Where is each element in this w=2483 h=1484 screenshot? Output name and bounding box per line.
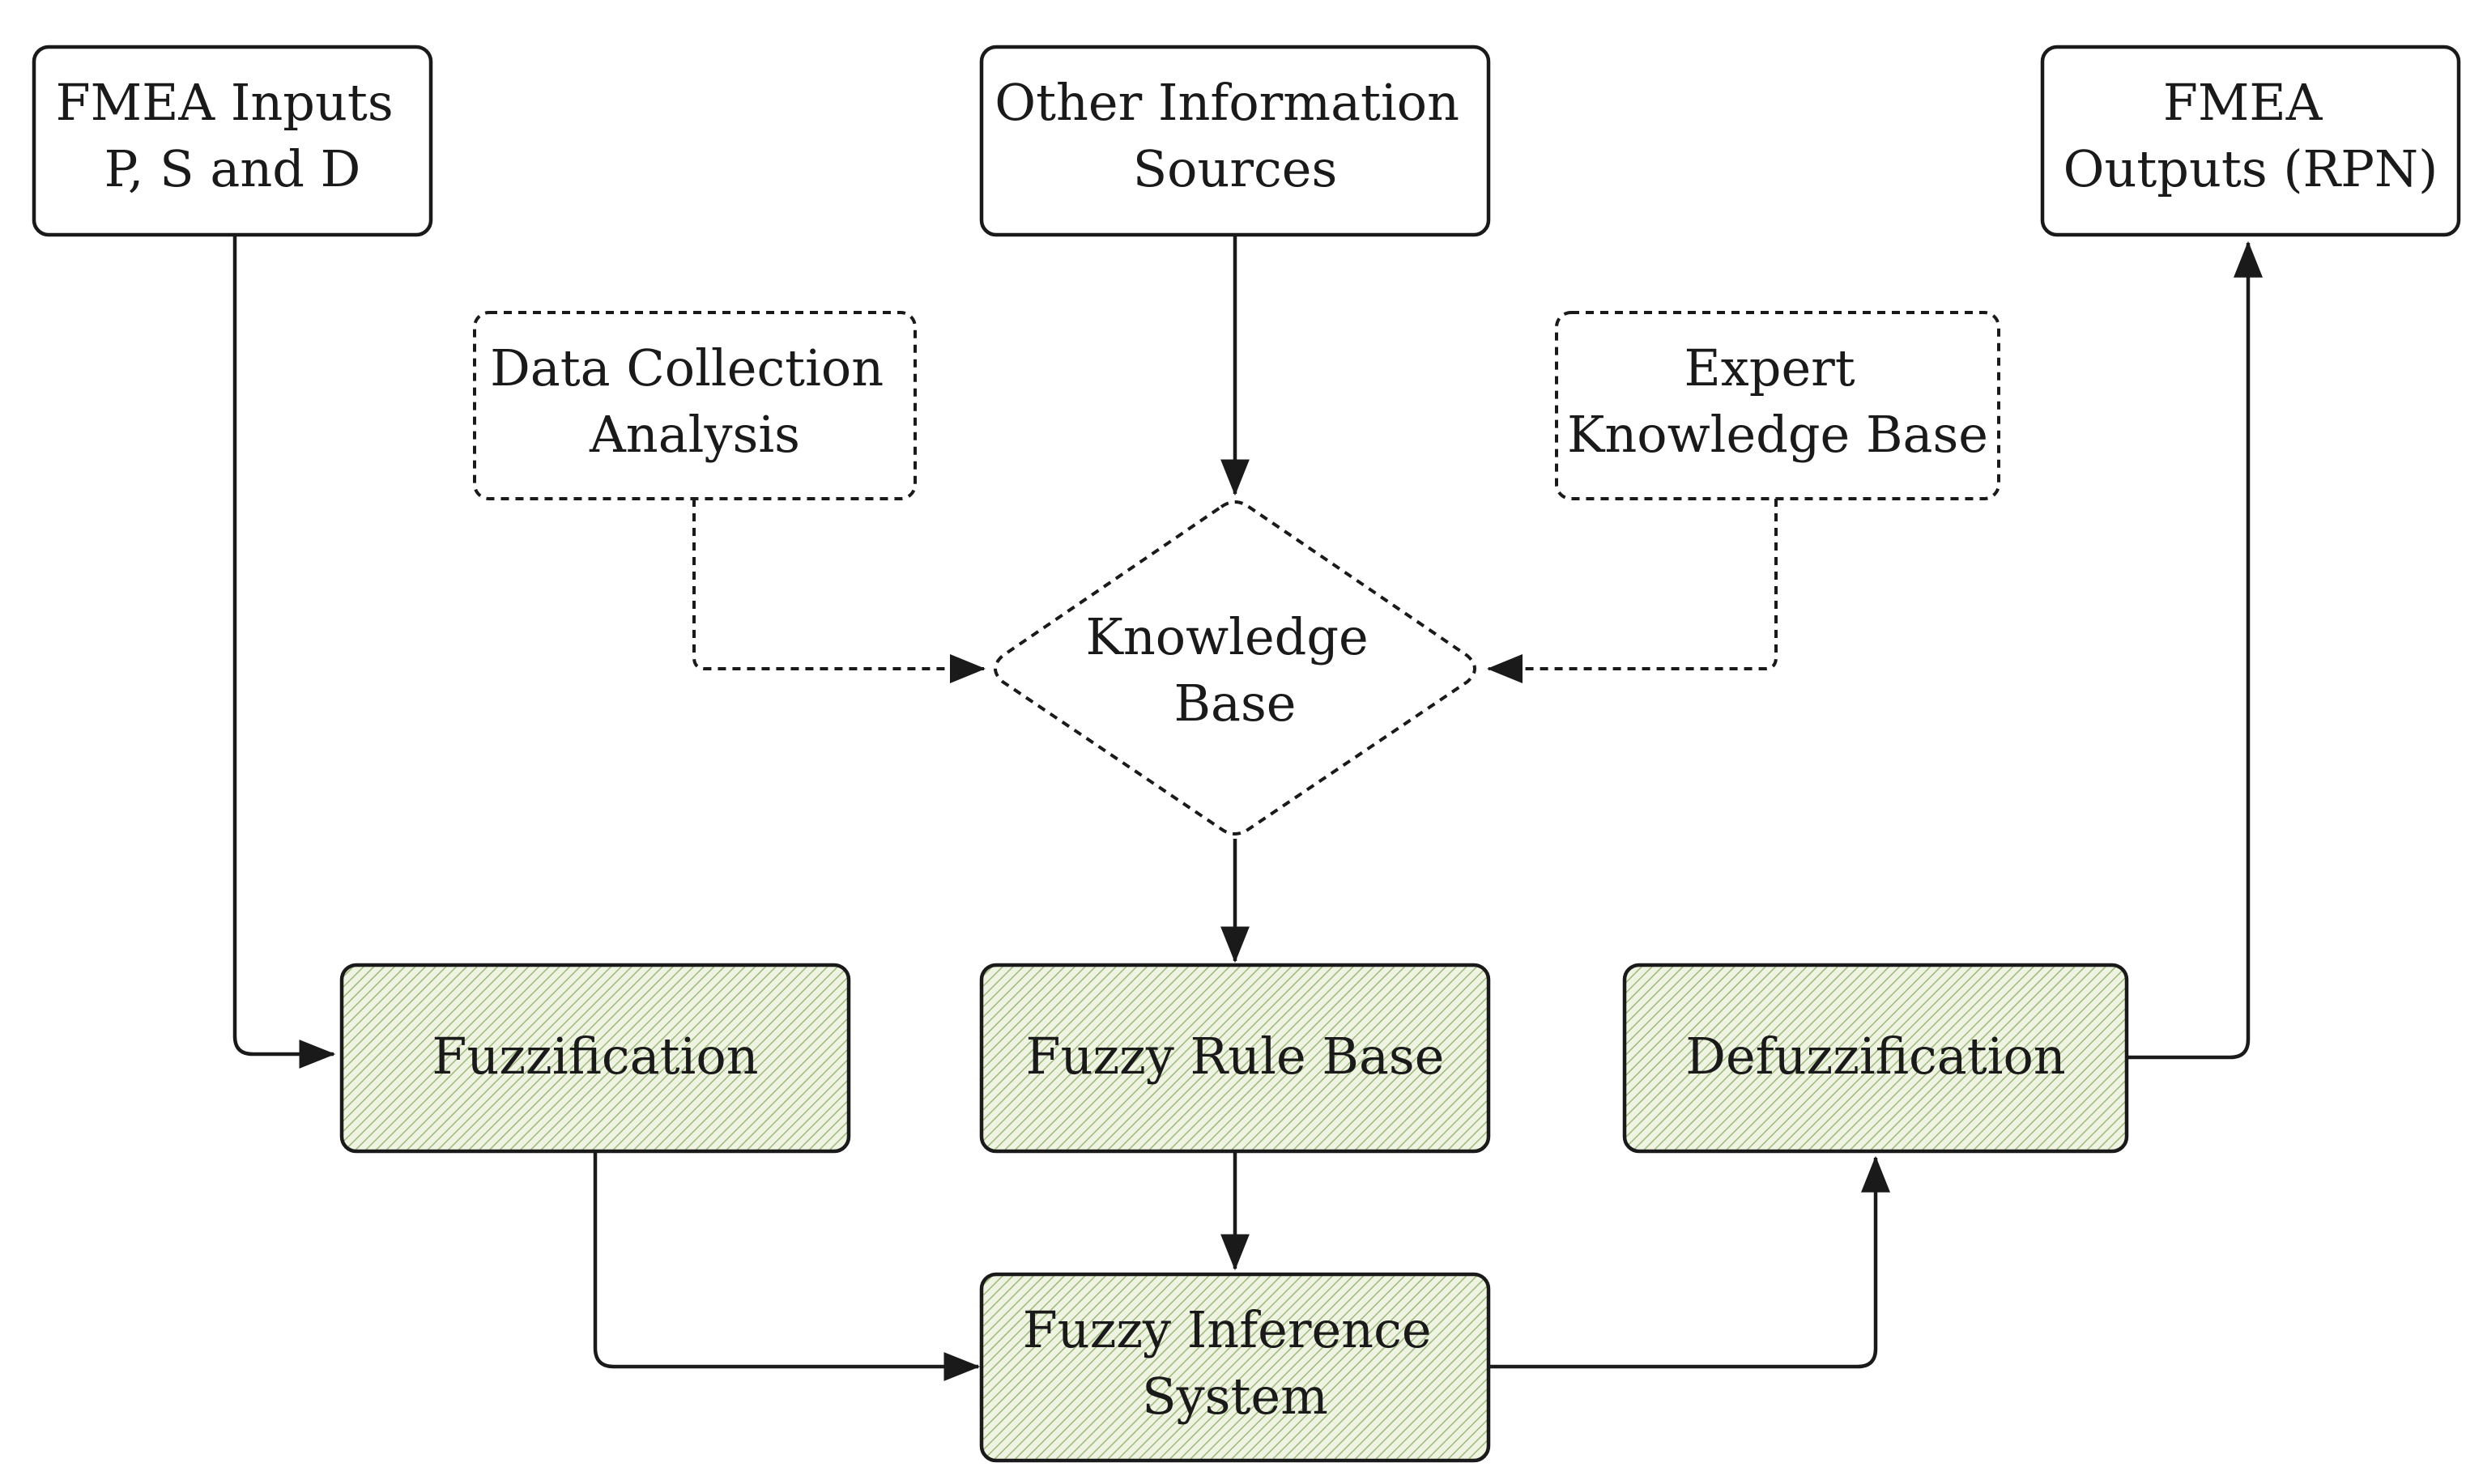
fuzzification-label: Fuzzification: [432, 1027, 758, 1086]
node-fuzzification: Fuzzification: [339, 963, 851, 1154]
defuzzification-label: Defuzzification: [1685, 1027, 2065, 1086]
fuzzy-inference-line-2: System: [1142, 1367, 1328, 1426]
edge-defuzzification-to-outputs: [2127, 240, 2263, 1060]
svg-text:Expert Knowledge Base: Expert Knowledge Base: [1567, 338, 1988, 464]
svg-text:FMEA Inputs P, S and D: FMEA Inputs P, S and D: [56, 73, 410, 198]
other-sources-line-1: Other Information: [994, 73, 1459, 132]
fmea-inputs-line-2: P, S and D: [104, 139, 361, 198]
node-other-information-sources: Other Information Sources: [979, 45, 1491, 237]
fmea-outputs-line-2: Outputs (RPN): [2063, 139, 2438, 198]
fuzzy-inference-line-1: Fuzzy Inference: [1023, 1300, 1432, 1359]
node-data-collection-analysis: Data Collection Analysis: [473, 311, 917, 500]
expert-kb-line-1: Expert: [1684, 338, 1855, 398]
node-fuzzy-rule-base: Fuzzy Rule Base: [979, 963, 1491, 1154]
fuzzy-rule-base-label: Fuzzy Rule Base: [1026, 1027, 1445, 1086]
edge-inference-to-defuzzification: [1489, 1155, 1890, 1369]
svg-text:Fuzzy Inference System: Fuzzy Inference System: [1023, 1300, 1447, 1426]
knowledge-base-line-1: Knowledge: [1086, 607, 1369, 666]
edge-inputs-to-fuzzification: [232, 236, 336, 1069]
data-collection-line-1: Data Collection: [490, 338, 884, 398]
svg-text:Fuzzy Rule Base: Fuzzy Rule Base: [1026, 1027, 1445, 1086]
node-knowledge-base: Knowledge Base: [994, 500, 1476, 836]
svg-text:Defuzzification: Defuzzification: [1685, 1027, 2065, 1086]
edge-fuzzification-to-inference: [593, 1151, 981, 1381]
edge-data-collection-to-knowledge-base: [692, 499, 986, 683]
knowledge-base-line-2: Base: [1173, 674, 1296, 733]
edges: [232, 236, 2263, 1381]
svg-text:Data Collection Analysis: Data Collection Analysis: [490, 338, 900, 464]
other-sources-line-2: Sources: [1133, 139, 1338, 198]
node-fmea-outputs: FMEA Outputs (RPN): [2040, 45, 2461, 237]
node-expert-knowledge-base: Expert Knowledge Base: [1555, 311, 2000, 500]
svg-text:Knowledge Base: Knowledge Base: [1086, 607, 1385, 733]
expert-kb-line-2: Knowledge Base: [1567, 405, 1988, 464]
data-collection-line-2: Analysis: [589, 405, 800, 464]
edge-expert-kb-to-knowledge-base: [1487, 499, 1778, 683]
svg-text:Fuzzification: Fuzzification: [432, 1027, 758, 1086]
node-fmea-inputs: FMEA Inputs P, S and D: [32, 45, 433, 237]
svg-text:Other Information Source: Other Information Sources: [994, 73, 1476, 198]
fmea-inputs-line-1: FMEA Inputs: [56, 73, 394, 132]
node-defuzzification: Defuzzification: [1622, 963, 2129, 1154]
svg-text:FMEA Outputs (RPN): FMEA Outputs (RPN): [2063, 73, 2438, 198]
fmea-outputs-line-1: FMEA: [2163, 73, 2323, 132]
node-fuzzy-inference-system: Fuzzy Inference System: [979, 1272, 1491, 1463]
